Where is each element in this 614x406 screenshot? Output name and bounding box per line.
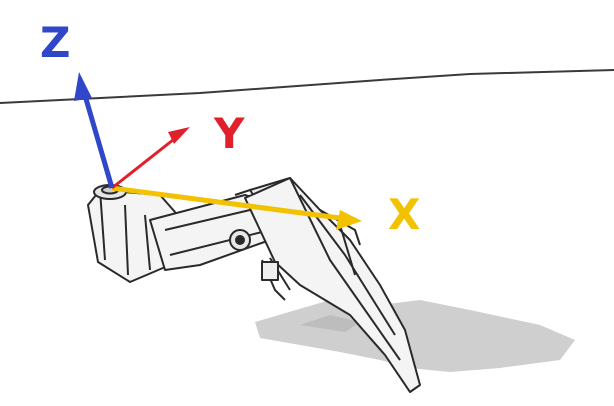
x-axis-label: X <box>388 190 421 239</box>
arm-shadow <box>255 300 575 372</box>
x-axis-arrow <box>111 185 341 221</box>
coordinate-frame <box>74 72 362 230</box>
z-axis-label: Z <box>40 18 71 67</box>
z-axis-arrow <box>81 91 115 189</box>
y-axis-label: Y <box>214 109 245 158</box>
ground-horizon-line <box>0 69 614 104</box>
x-axis-arrowhead <box>336 210 362 230</box>
y-axis-arrow <box>111 134 179 190</box>
z-axis-arrowhead <box>74 72 92 101</box>
y-axis-arrowhead <box>168 127 190 144</box>
robot-arm-sketch <box>87 177 421 393</box>
